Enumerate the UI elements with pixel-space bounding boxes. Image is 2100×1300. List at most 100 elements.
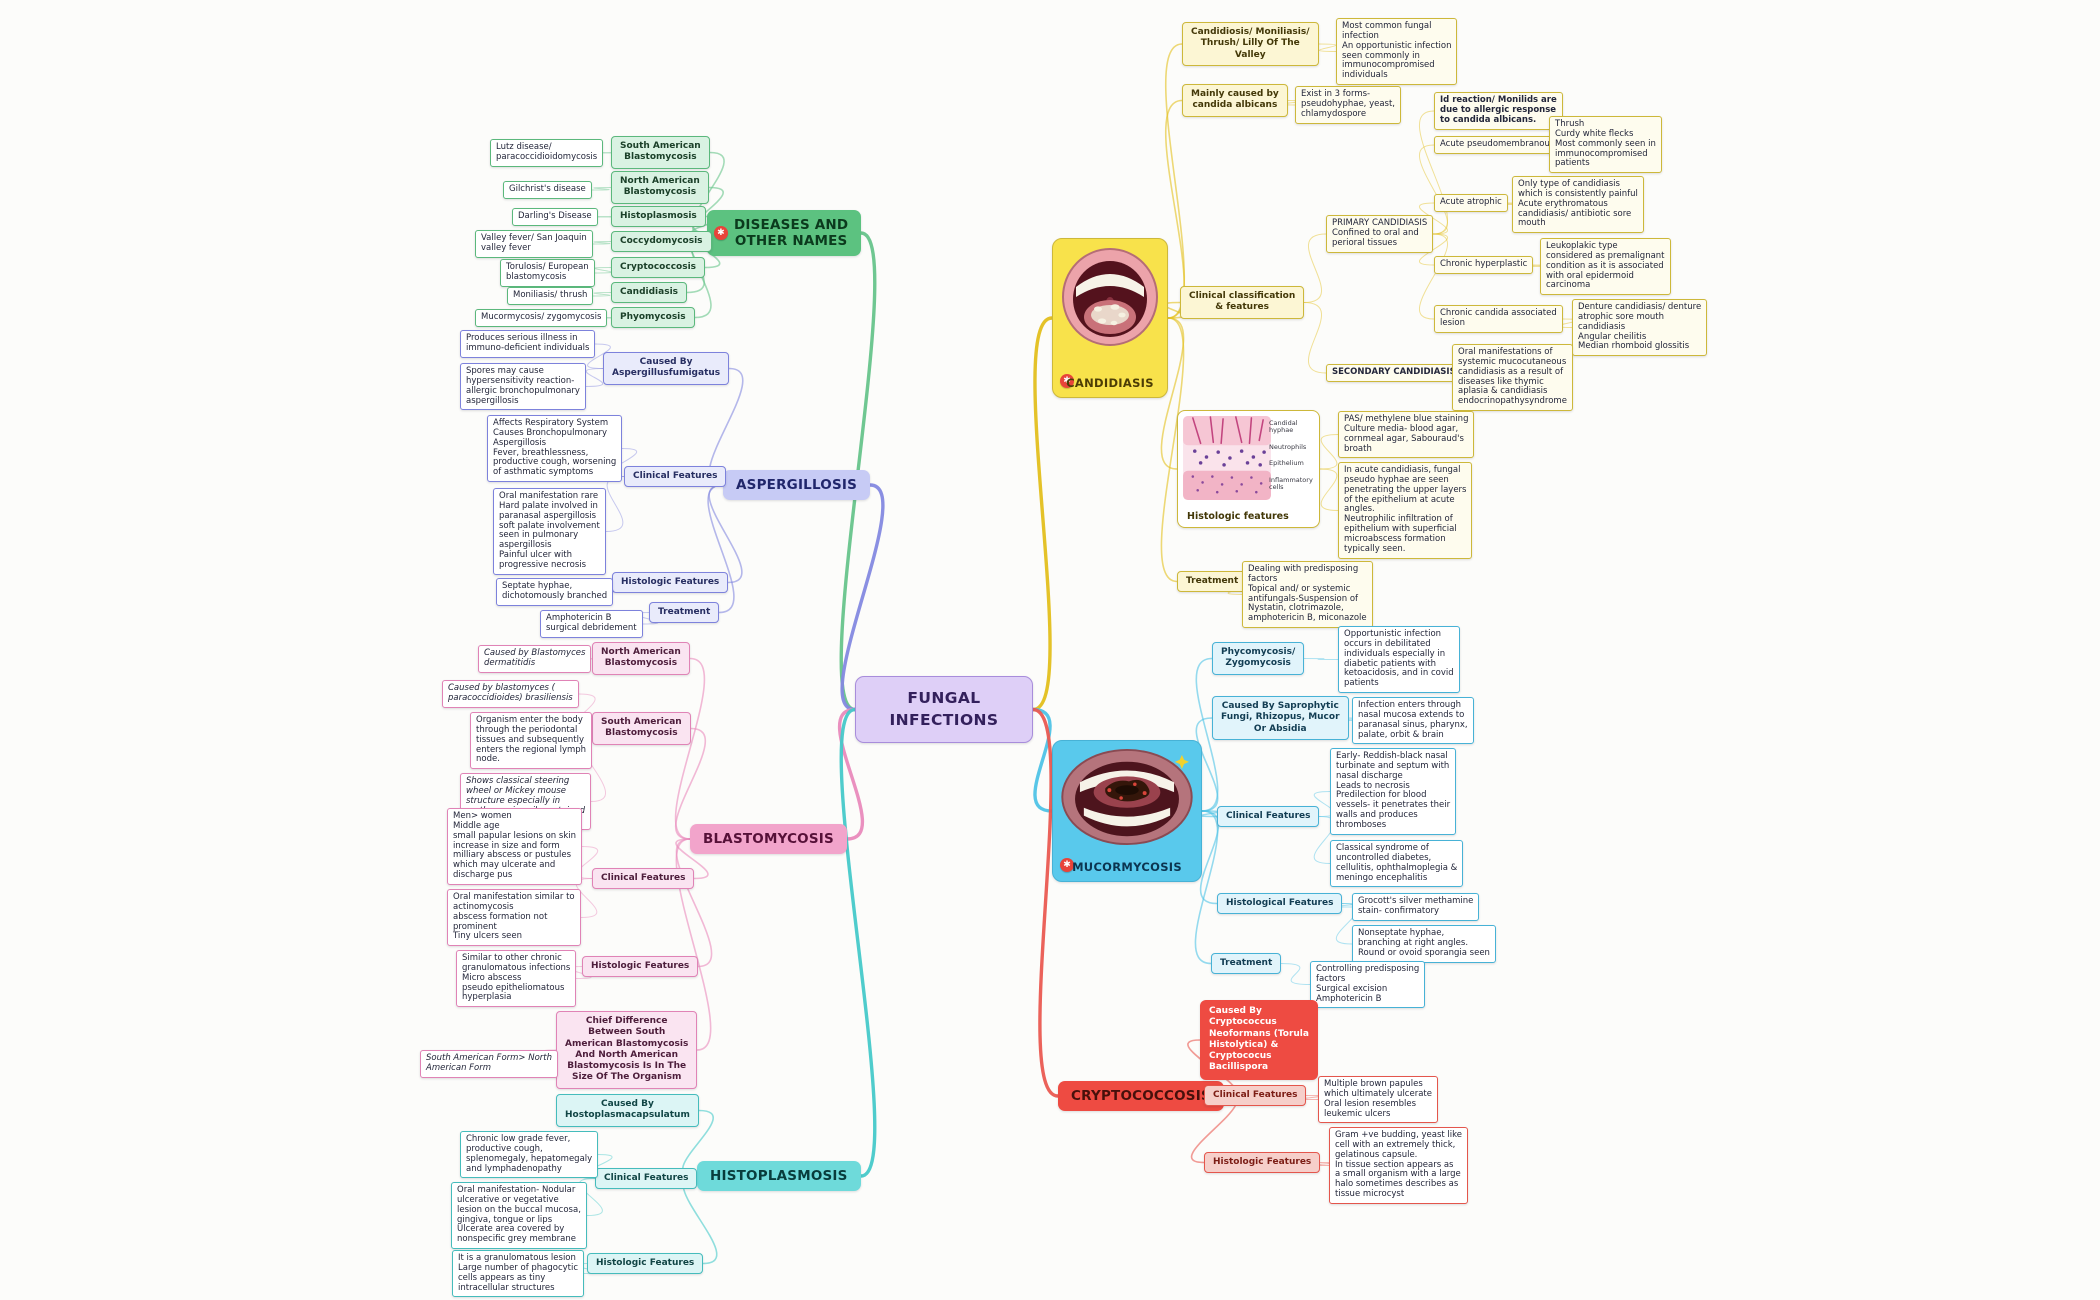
blastomycosis-histologic-note[interactable]: Similar to other chronic granulomatous i…	[456, 950, 577, 1008]
aspergillosis-treatment-note[interactable]: Amphotericin B surgical debridement	[540, 610, 643, 638]
cryptococcosis-clinical-note[interactable]: Multiple brown papules which ultimately …	[1318, 1076, 1438, 1124]
candidiasis-cause-note[interactable]: Exist in 3 forms- pseudohyphae, yeast, c…	[1295, 86, 1402, 124]
candidiasis-cause[interactable]: Mainly caused by candida albicans	[1182, 84, 1288, 117]
mucormycosis-histological-features[interactable]: Histological Features	[1217, 893, 1343, 915]
alias-moniliasis-thrush[interactable]: Moniliasis/ thrush	[507, 287, 594, 305]
aspergillosis-clinical-note-1[interactable]: Affects Respiratory System Causes Bronch…	[487, 415, 623, 483]
mucormycosis-cause[interactable]: Caused By Saprophytic Fungi, Rhizopus, M…	[1212, 696, 1349, 740]
cryptococcosis-clinical-features[interactable]: Clinical Features	[1204, 1085, 1307, 1107]
candidiasis-histologic-note-1[interactable]: PAS/ methylene blue staining Culture med…	[1338, 411, 1475, 459]
alias-gilchrists-disease[interactable]: Gilchrist's disease	[503, 181, 592, 199]
candidiasis-histologic-note-2[interactable]: In acute candidiasis, fungal pseudo hyph…	[1338, 462, 1473, 559]
histoplasmosis-histologic-note[interactable]: It is a granulomatous lesion Large numbe…	[452, 1250, 585, 1298]
mucormycosis-clinical-note-2[interactable]: Classical syndrome of uncontrolled diabe…	[1330, 840, 1464, 888]
candidiasis-secondary-note[interactable]: Oral manifestations of systemic mucocuta…	[1452, 344, 1573, 412]
candidiasis[interactable]: ✱CANDIDIASIS	[1052, 238, 1168, 398]
candidiasis-acute-atrophic[interactable]: Acute atrophic	[1434, 194, 1508, 212]
alias-lutz-disease[interactable]: Lutz disease/ paracoccidioidomycosis	[490, 139, 604, 167]
mucormycosis-names-note[interactable]: Opportunistic infection occurs in debili…	[1338, 626, 1460, 694]
candidiasis-clinical-classification[interactable]: Clinical classification & features	[1180, 286, 1305, 319]
disease-coccydomycosis[interactable]: Coccydomycosis	[611, 231, 712, 253]
mucormycosis-histological-note-1[interactable]: Grocott's silver methamine stain- confir…	[1352, 893, 1480, 921]
candidiasis-chronic-candida-lesion[interactable]: Chronic candida associated lesion	[1434, 305, 1563, 333]
candidiasis-treatment-note[interactable]: Dealing with predisposing factors Topica…	[1242, 561, 1373, 629]
blastomycosis-chief-difference[interactable]: Chief Difference Between South American …	[556, 1011, 698, 1089]
disease-histoplasmosis[interactable]: Histoplasmosis	[611, 206, 706, 228]
cryptococcosis-histologic-note[interactable]: Gram +ve budding, yeast like cell with a…	[1329, 1127, 1468, 1205]
blastomycosis-north-american-cause[interactable]: Caused by Blastomyces dermatitidis	[478, 645, 592, 673]
candidiasis-treatment[interactable]: Treatment	[1177, 571, 1248, 593]
candidiasis-acute-atrophic-label: Acute atrophic	[1440, 197, 1502, 207]
fungal-infections-center[interactable]: FUNGAL INFECTIONS	[855, 676, 1033, 744]
candidiasis-names[interactable]: Candidiosis/ Moniliasis/ Thrush/ Lilly O…	[1182, 22, 1319, 66]
mucormycosis-names[interactable]: Phycomycosis/ Zygomycosis	[1212, 642, 1305, 675]
histoplasmosis-cause[interactable]: Caused By Hostoplasmacapsulatum	[556, 1094, 699, 1127]
alias-mucormycosis-zygomycosis[interactable]: Mucormycosis/ zygomycosis	[475, 309, 608, 327]
diseases-and-other-names[interactable]: ✱DISEASES AND OTHER NAMES	[707, 210, 862, 257]
alias-darlings-disease[interactable]: Darling's Disease	[512, 208, 598, 226]
candidiasis-acute-pseudomembranous[interactable]: Acute pseudomembranous	[1434, 136, 1561, 154]
highlight-badge: ✱	[1060, 374, 1074, 388]
aspergillosis-histologic-note[interactable]: Septate hyphae, dichotomously branched	[496, 578, 614, 606]
connector-aspergillosis-cause-note-2	[585, 368, 604, 387]
cryptococcosis[interactable]: CRYPTOCOCCOSIS	[1058, 1081, 1224, 1112]
candidiasis-chronic-hyperplastic-note[interactable]: Leukoplakic type considered as premalign…	[1540, 238, 1671, 296]
mucormycosis-histological-note-2[interactable]: Nonseptate hyphae, branching at right an…	[1352, 925, 1496, 963]
candidiasis-chronic-candida-lesion-note[interactable]: Denture candidiasis/ denture atrophic so…	[1572, 299, 1708, 357]
candidiasis-names-note[interactable]: Most common fungal infection An opportun…	[1336, 18, 1458, 86]
histoplasmosis-clinical-features[interactable]: Clinical Features	[595, 1168, 698, 1190]
histoplasmosis-clinical-note-2[interactable]: Oral manifestation- Nodular ulcerative o…	[451, 1182, 587, 1250]
disease-south-american-blastomycosis[interactable]: South American Blastomycosis	[611, 136, 710, 169]
aspergillosis-clinical-features[interactable]: Clinical Features	[624, 466, 727, 488]
connector-candidiasis-histologic-note-2	[1319, 468, 1339, 511]
blastomycosis-south-american-note-1[interactable]: Organism enter the body through the peri…	[470, 712, 593, 770]
histoplasmosis[interactable]: HISTOPLASMOSIS	[697, 1161, 861, 1192]
mucormycosis-cause-note-label: Infection enters through nasal mucosa ex…	[1358, 700, 1468, 740]
cryptococcosis-histologic-features[interactable]: Histologic Features	[1204, 1152, 1321, 1174]
aspergillosis-clinical-note-2[interactable]: Oral manifestation rare Hard palate invo…	[493, 488, 606, 575]
candidiasis-id-reaction[interactable]: Id reaction/ Monilids are due to allergi…	[1434, 92, 1563, 130]
blastomycosis-south-american-label: South American Blastomycosis	[601, 717, 682, 739]
disease-phyomycosis[interactable]: Phyomycosis	[611, 307, 695, 329]
mucormycosis[interactable]: ✱MUCORMYCOSIS	[1052, 740, 1202, 882]
candidiasis-chronic-hyperplastic[interactable]: Chronic hyperplastic	[1434, 256, 1534, 274]
histoplasmosis-clinical-note-1[interactable]: Chronic low grade fever, productive coug…	[460, 1131, 599, 1179]
blastomycosis-south-american[interactable]: South American Blastomycosis	[592, 712, 691, 745]
alias-torulosis[interactable]: Torulosis/ European blastomycosis	[500, 259, 595, 287]
mucormycosis-treatment-label: Treatment	[1220, 958, 1273, 968]
aspergillosis-cause-note-2[interactable]: Spores may cause hypersensitivity reacti…	[460, 363, 586, 411]
disease-cryptococcosis[interactable]: Cryptococcosis	[611, 257, 706, 279]
alias-valley-fever[interactable]: Valley fever/ San Joaquin valley fever	[475, 230, 593, 258]
aspergillosis-histologic-features[interactable]: Histologic Features	[612, 572, 729, 594]
candidiasis-acute-atrophic-note[interactable]: Only type of candidiasis which is consis…	[1512, 176, 1644, 234]
mucormycosis-treatment-note[interactable]: Controlling predisposing factors Surgica…	[1310, 961, 1426, 1009]
candidiasis-acute-pseudomembranous-note[interactable]: Thrush Curdy white flecks Most commonly …	[1549, 116, 1662, 174]
aspergillosis-cause[interactable]: Caused By Aspergillusfumigatus	[603, 352, 730, 385]
aspergillosis-treatment[interactable]: Treatment	[649, 602, 720, 624]
aspergillosis[interactable]: ASPERGILLOSIS	[723, 470, 871, 501]
disease-candidiasis[interactable]: Candidiasis	[611, 282, 688, 304]
candidiasis-cause-label: Mainly caused by candida albicans	[1191, 89, 1279, 111]
candidiasis-primary[interactable]: PRIMARY CANDIDIASIS Confined to oral and…	[1326, 215, 1434, 253]
disease-coccydomycosis-label: Coccydomycosis	[620, 236, 703, 246]
blastomycosis-histologic-features[interactable]: Histologic Features	[582, 956, 699, 978]
mucormycosis-clinical-features[interactable]: Clinical Features	[1217, 806, 1320, 828]
cryptococcosis-cause[interactable]: Caused By Cryptococcus Neoformans (Torul…	[1200, 1000, 1318, 1080]
blastomycosis-clinical-note-1[interactable]: Men> women Middle age small papular lesi…	[447, 808, 582, 886]
blastomycosis-north-american[interactable]: North American Blastomycosis	[592, 642, 690, 675]
mucormycosis-clinical-note-1[interactable]: Early- Reddish-black nasal turbinate and…	[1330, 748, 1457, 835]
blastomycosis[interactable]: BLASTOMYCOSIS	[690, 824, 847, 855]
blastomycosis-clinical-note-2[interactable]: Oral manifestation similar to actinomyco…	[447, 889, 581, 947]
histoplasmosis-histologic-features[interactable]: Histologic Features	[587, 1253, 704, 1275]
blastomycosis-clinical-features[interactable]: Clinical Features	[592, 868, 695, 890]
blastomycosis-chief-difference-note[interactable]: South American Form> North American Form	[420, 1050, 559, 1078]
disease-north-american-blastomycosis[interactable]: North American Blastomycosis	[611, 171, 709, 204]
blastomycosis-south-american-cause[interactable]: Caused by blastomyces ( paracoccidioides…	[442, 680, 579, 708]
aspergillosis-cause-note-1[interactable]: Produces serious illness in immuno-defic…	[460, 330, 596, 358]
blastomycosis-label: BLASTOMYCOSIS	[703, 831, 834, 847]
candidiasis-secondary[interactable]: SECONDARY CANDIDIASIS	[1326, 364, 1462, 382]
mucormycosis-cause-note[interactable]: Infection enters through nasal mucosa ex…	[1352, 697, 1474, 745]
mucormycosis-treatment[interactable]: Treatment	[1211, 953, 1282, 975]
